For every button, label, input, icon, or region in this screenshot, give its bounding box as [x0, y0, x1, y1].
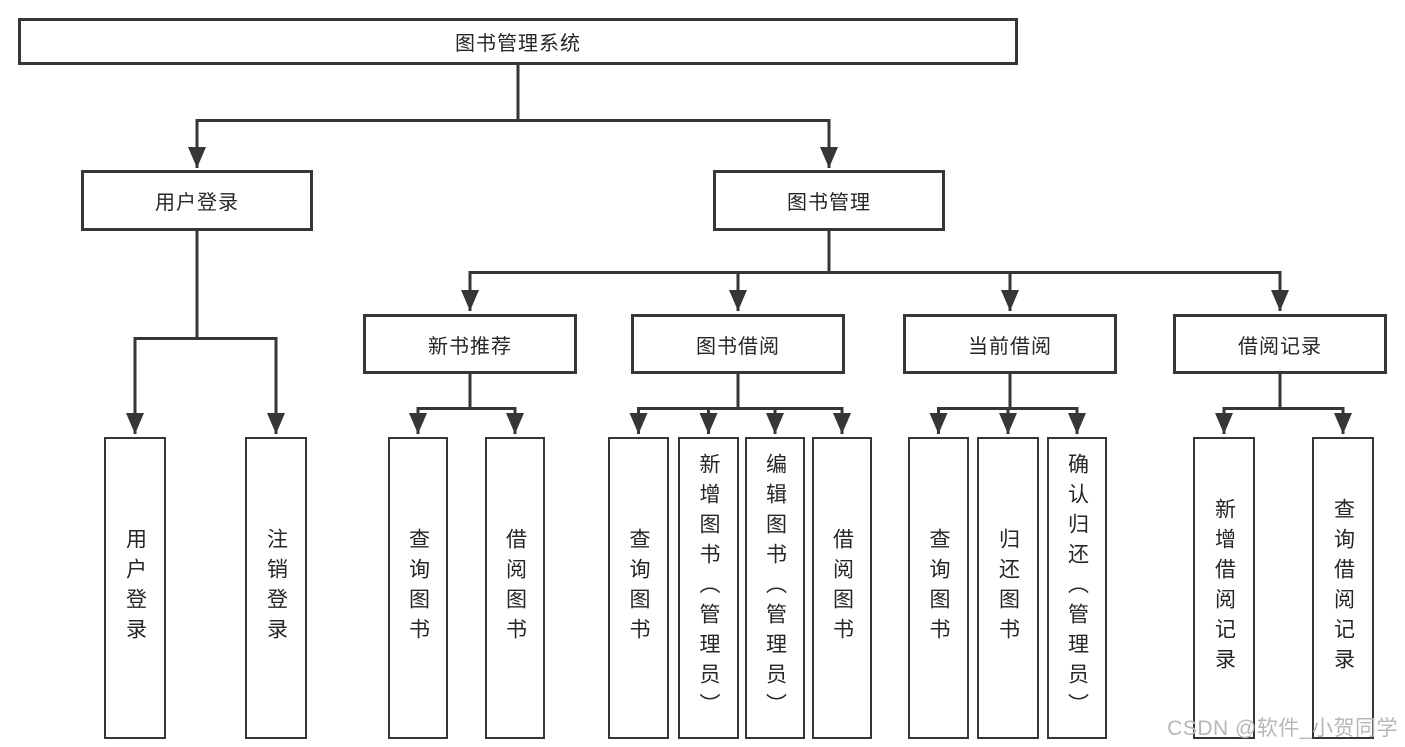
node-current-borrow-label: 当前借阅 [968, 335, 1052, 358]
leaf-recommend-borrow-books: 借阅图书 [485, 437, 545, 739]
leaf-edit-book-admin-label: 编辑图书（管理员） [763, 453, 787, 723]
leaf-user-login: 用户登录 [104, 437, 166, 739]
leaf-borrow-books: 借阅图书 [812, 437, 872, 739]
leaf-borrow-books-label: 借阅图书 [830, 528, 854, 648]
node-new-book-recommend: 新书推荐 [363, 314, 577, 374]
leaf-confirm-return-admin: 确认归还（管理员） [1047, 437, 1107, 739]
node-user-login-label: 用户登录 [155, 192, 239, 214]
leaf-return-books-label: 归还图书 [996, 528, 1020, 648]
leaf-recommend-query-books-label: 查询图书 [406, 528, 430, 648]
leaf-confirm-return-admin-label: 确认归还（管理员） [1065, 453, 1089, 723]
csdn-watermark: CSDN @软件_小贺同学 [1167, 717, 1398, 740]
node-book-management: 图书管理 [713, 170, 945, 231]
leaf-add-borrow-record: 新增借阅记录 [1193, 437, 1255, 739]
leaf-query-borrow-record-label: 查询借阅记录 [1331, 498, 1355, 678]
node-new-book-recommend-label: 新书推荐 [428, 335, 512, 358]
node-borrow-records: 借阅记录 [1173, 314, 1387, 374]
leaf-add-book-admin-label: 新增图书（管理员） [697, 453, 720, 723]
leaf-return-books: 归还图书 [977, 437, 1039, 739]
leaf-user-login-label: 用户登录 [123, 528, 147, 648]
leaf-logout: 注销登录 [245, 437, 307, 739]
node-book-borrow-label: 图书借阅 [696, 335, 780, 358]
leaf-add-borrow-record-label: 新增借阅记录 [1212, 498, 1236, 678]
node-book-borrow: 图书借阅 [631, 314, 845, 374]
node-book-management-label: 图书管理 [787, 192, 871, 214]
leaf-current-query-books: 查询图书 [908, 437, 969, 739]
node-borrow-records-label: 借阅记录 [1238, 335, 1322, 358]
node-user-login: 用户登录 [81, 170, 313, 231]
leaf-borrow-query-books-label: 查询图书 [627, 528, 650, 648]
leaf-logout-label: 注销登录 [264, 528, 288, 648]
leaf-recommend-query-books: 查询图书 [388, 437, 448, 739]
node-library-system: 图书管理系统 [18, 18, 1018, 65]
leaf-edit-book-admin: 编辑图书（管理员） [745, 437, 805, 739]
node-current-borrow: 当前借阅 [903, 314, 1117, 374]
leaf-query-borrow-record: 查询借阅记录 [1312, 437, 1374, 739]
leaf-current-query-books-label: 查询图书 [927, 528, 950, 648]
leaf-recommend-borrow-books-label: 借阅图书 [503, 528, 527, 648]
node-library-system-label: 图书管理系统 [455, 33, 581, 55]
leaf-borrow-query-books: 查询图书 [608, 437, 669, 739]
leaf-add-book-admin: 新增图书（管理员） [678, 437, 739, 739]
